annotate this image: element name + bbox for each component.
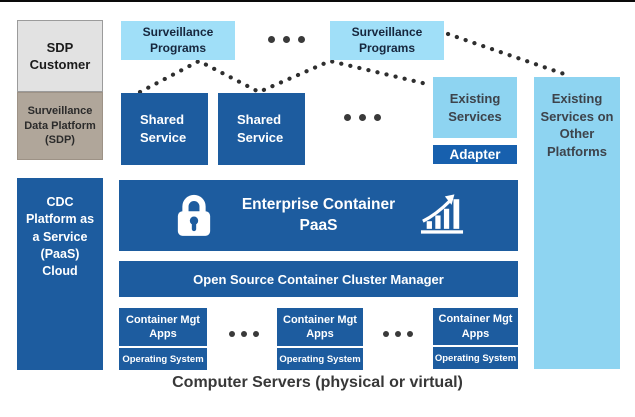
container-mgt-apps-label: Container Mgt Apps <box>283 313 357 340</box>
top-border-line <box>0 0 635 2</box>
adapter-box: Adapter <box>433 145 517 164</box>
ellipsis-dot <box>229 331 235 337</box>
ellipsis-icon <box>380 331 416 337</box>
operating-system-label: Operating System <box>119 346 207 370</box>
ellipsis-icon <box>340 114 385 121</box>
container-node-3: Container Mgt Apps Operating System <box>433 308 518 369</box>
container-mgt-apps-label: Container Mgt Apps <box>438 313 513 340</box>
existing-services-other-platforms-box: Existing Services on Other Platforms <box>534 77 620 369</box>
ellipsis-dot <box>359 114 366 121</box>
computer-servers-caption: Computer Servers (physical or virtual) <box>172 374 463 391</box>
container-mgt-apps-label: Container Mgt Apps <box>126 313 200 340</box>
cdc-paas-cloud-box: CDC Platform as a Service (PaaS) Cloud <box>17 178 103 370</box>
ellipsis-icon <box>226 331 262 337</box>
cluster-manager-box: Open Source Container Cluster Manager <box>119 261 518 297</box>
ellipsis-dot <box>374 114 381 121</box>
dotted-line-program2-to-other-platforms <box>445 31 573 79</box>
enterprise-container-paas-box: Enterprise Container PaaS <box>119 180 518 251</box>
ellipsis-dot <box>395 331 401 337</box>
surveillance-programs-box-2: Surveillance Programs <box>330 21 444 60</box>
container-node-1: Container Mgt Apps Operating System <box>119 308 207 370</box>
ellipsis-dot <box>383 331 389 337</box>
surveillance-programs-box-1: Surveillance Programs <box>121 21 235 60</box>
enterprise-paas-title: Enterprise Container PaaS <box>241 195 396 234</box>
operating-system-label: Operating System <box>433 345 518 369</box>
container-node-2: Container Mgt Apps Operating System <box>277 308 363 370</box>
ellipsis-dot <box>283 36 290 43</box>
ellipsis-dot <box>344 114 351 121</box>
operating-system-label: Operating System <box>277 346 363 370</box>
sdp-platform-box: Surveillance Data Platform (SDP) <box>17 92 103 160</box>
ellipsis-icon <box>264 36 309 43</box>
sdp-customer-box: SDP Customer <box>17 20 103 92</box>
ellipsis-dot <box>407 331 413 337</box>
ellipsis-dot <box>268 36 275 43</box>
ellipsis-dot <box>241 331 247 337</box>
ellipsis-dot <box>253 331 259 337</box>
shared-service-box-1: Shared Service <box>121 93 208 165</box>
shared-service-box-2: Shared Service <box>218 93 305 165</box>
existing-services-box: Existing Services <box>433 77 517 138</box>
growth-chart-icon <box>420 194 464 240</box>
ellipsis-dot <box>298 36 305 43</box>
dotted-line-programs-to-services <box>137 58 434 95</box>
lock-icon <box>175 192 213 243</box>
